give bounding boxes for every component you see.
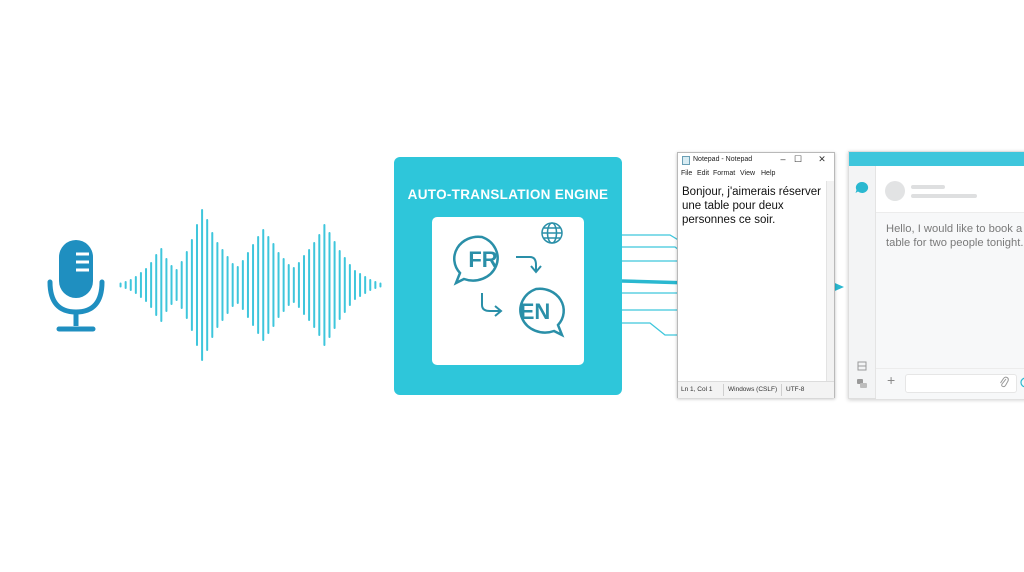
menu-view[interactable]: View	[740, 170, 756, 177]
menu-edit[interactable]: Edit	[697, 170, 710, 177]
paperclip-icon[interactable]	[999, 376, 1009, 388]
chat-bubble-icon[interactable]	[854, 180, 870, 196]
contact-status-placeholder	[911, 194, 977, 198]
target-lang-label: EN	[520, 299, 551, 324]
plus-icon[interactable]: +	[887, 372, 896, 388]
source-lang-label: FR	[468, 247, 497, 272]
grid-icon[interactable]	[857, 361, 867, 371]
menu-format[interactable]: Format	[713, 170, 736, 177]
chat-icon[interactable]	[856, 378, 868, 390]
menu-help[interactable]: Help	[761, 170, 776, 177]
target-bubble: EN	[519, 287, 565, 338]
engine-title: AUTO-TRANSLATION ENGINE	[407, 187, 609, 202]
notepad-title: Notepad - Notepad	[693, 156, 753, 163]
status-position: Ln 1, Col 1	[681, 386, 713, 393]
notepad-window: Notepad - Notepad – ☐ ✕ File Edit Format…	[677, 152, 835, 398]
notepad-titlebar	[678, 153, 834, 168]
arrow-icon	[481, 256, 542, 317]
avatar	[885, 181, 905, 201]
notepad-statusbar: Ln 1, Col 1 Windows (CSLF) UTF-8	[678, 381, 834, 398]
globe-icon	[541, 222, 563, 244]
maximize-icon[interactable]: ☐	[793, 154, 803, 164]
chat-sidebar	[849, 166, 876, 398]
status-line-ending: Windows (CSLF)	[728, 386, 778, 393]
chat-message: Hello, I would like to book a table for …	[886, 223, 1024, 249]
notepad-icon	[682, 156, 690, 165]
message-input[interactable]	[905, 374, 1017, 393]
microphone-icon	[47, 240, 105, 332]
translation-engine: AUTO-TRANSLATION ENGINE FR EN	[394, 157, 622, 395]
status-encoding: UTF-8	[786, 386, 805, 393]
minimize-icon[interactable]: –	[780, 154, 786, 164]
source-bubble: FR	[453, 235, 499, 286]
contact-name-placeholder	[911, 185, 945, 189]
status-divider	[781, 384, 782, 396]
notepad-text-area[interactable]: Bonjour, j'aimerais réserver une table p…	[682, 186, 821, 226]
chat-topbar	[849, 152, 1024, 166]
emoji-icon[interactable]	[1020, 377, 1024, 388]
audio-waveform	[119, 209, 382, 361]
notepad-scrollbar[interactable]	[826, 181, 834, 381]
engine-card: FR EN	[432, 217, 584, 365]
chat-window: Hello, I would like to book a table for …	[848, 151, 1024, 399]
close-icon[interactable]: ✕	[818, 154, 826, 164]
menu-file[interactable]: File	[681, 170, 693, 177]
status-divider	[723, 384, 724, 396]
